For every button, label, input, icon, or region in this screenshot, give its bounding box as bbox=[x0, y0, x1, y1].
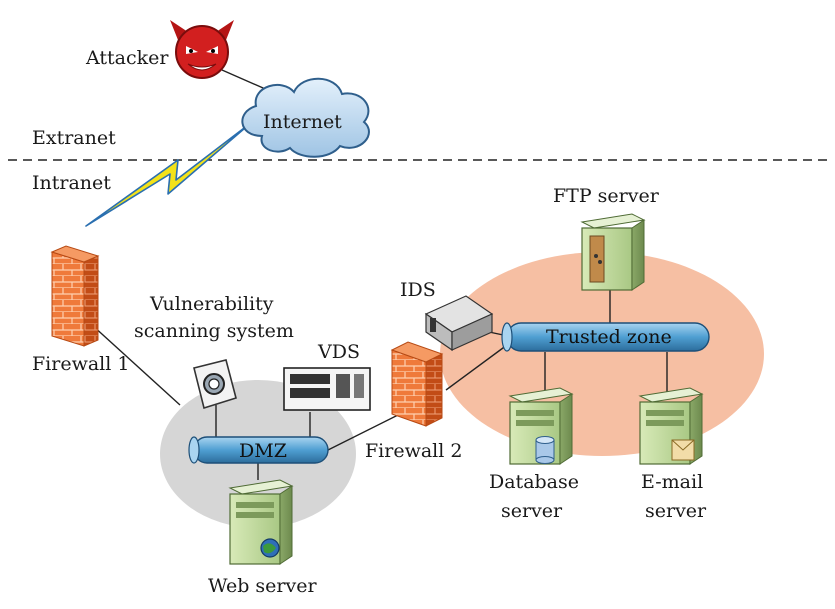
dmz-bus bbox=[188, 436, 329, 464]
ids-label: IDS bbox=[400, 279, 436, 301]
firewall-1-icon bbox=[50, 245, 100, 347]
attacker-label: Attacker bbox=[85, 47, 169, 69]
firewall-2-icon bbox=[390, 341, 444, 427]
ftp-server-icon bbox=[580, 213, 646, 291]
internet-cloud-icon bbox=[241, 77, 370, 158]
vds-label: VDS bbox=[317, 341, 360, 363]
web-server-icon bbox=[228, 479, 294, 565]
web-server-label: Web server bbox=[208, 575, 317, 597]
email-server-icon bbox=[638, 387, 704, 465]
scanner-device-icon bbox=[193, 359, 237, 410]
intranet-label: Intranet bbox=[32, 172, 111, 194]
email-server-label-line2: server bbox=[645, 500, 707, 522]
firewall-1-label: Firewall 1 bbox=[32, 353, 129, 375]
email-server-label-line1: E-mail bbox=[641, 471, 703, 493]
attacker-devil-icon bbox=[170, 20, 234, 79]
trusted-zone-bus bbox=[501, 322, 710, 352]
vulnerability-label-line2: scanning system bbox=[134, 320, 294, 342]
internet-label: Internet bbox=[263, 111, 342, 133]
ftp-server-label: FTP server bbox=[553, 185, 660, 207]
ids-appliance-icon bbox=[424, 295, 494, 352]
dmz-label: DMZ bbox=[239, 440, 287, 462]
database-server-icon bbox=[508, 387, 574, 465]
extranet-label: Extranet bbox=[32, 127, 116, 149]
database-server-label-line1: Database bbox=[489, 471, 579, 493]
database-server-label-line2: server bbox=[501, 500, 563, 522]
vulnerability-label-line1: Vulnerability bbox=[149, 293, 274, 315]
trusted-zone-label: Trusted zone bbox=[546, 326, 672, 348]
firewall-2-label: Firewall 2 bbox=[365, 440, 462, 462]
vds-appliance-icon bbox=[283, 367, 371, 411]
